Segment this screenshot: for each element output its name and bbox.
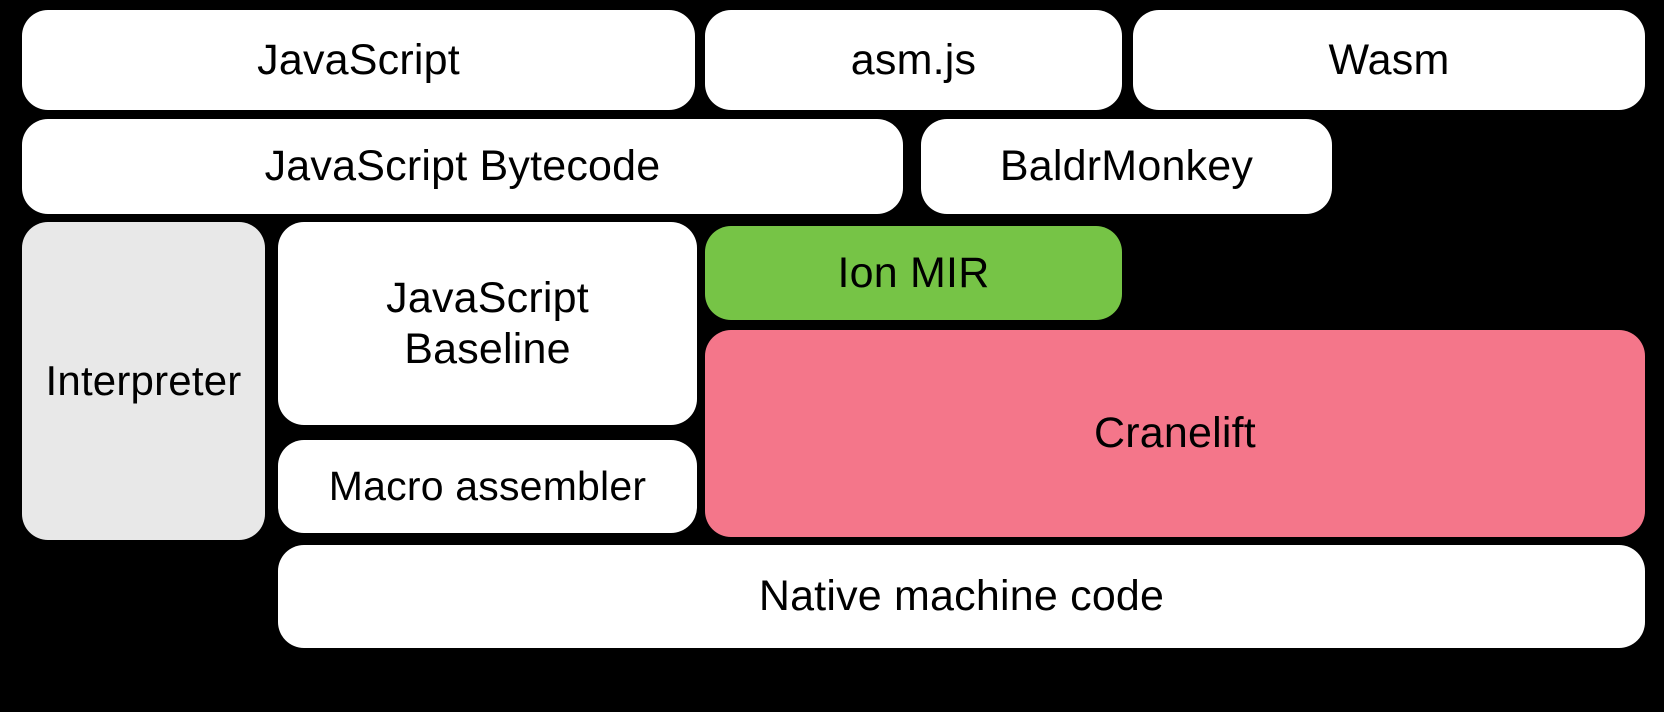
node-ion-mir: Ion MIR <box>705 226 1122 320</box>
node-wasm: Wasm <box>1133 10 1645 110</box>
node-interpreter: Interpreter <box>22 222 265 540</box>
node-asm-js: asm.js <box>705 10 1122 110</box>
node-baldrmonkey: BaldrMonkey <box>921 119 1332 214</box>
node-cranelift: Cranelift <box>705 330 1645 537</box>
node-javascript: JavaScript <box>22 10 695 110</box>
node-macro-assembler: Macro assembler <box>278 440 697 533</box>
node-javascript-baseline: JavaScript Baseline <box>278 222 697 425</box>
node-native-machine-code: Native machine code <box>278 545 1645 648</box>
node-javascript-bytecode: JavaScript Bytecode <box>22 119 903 214</box>
